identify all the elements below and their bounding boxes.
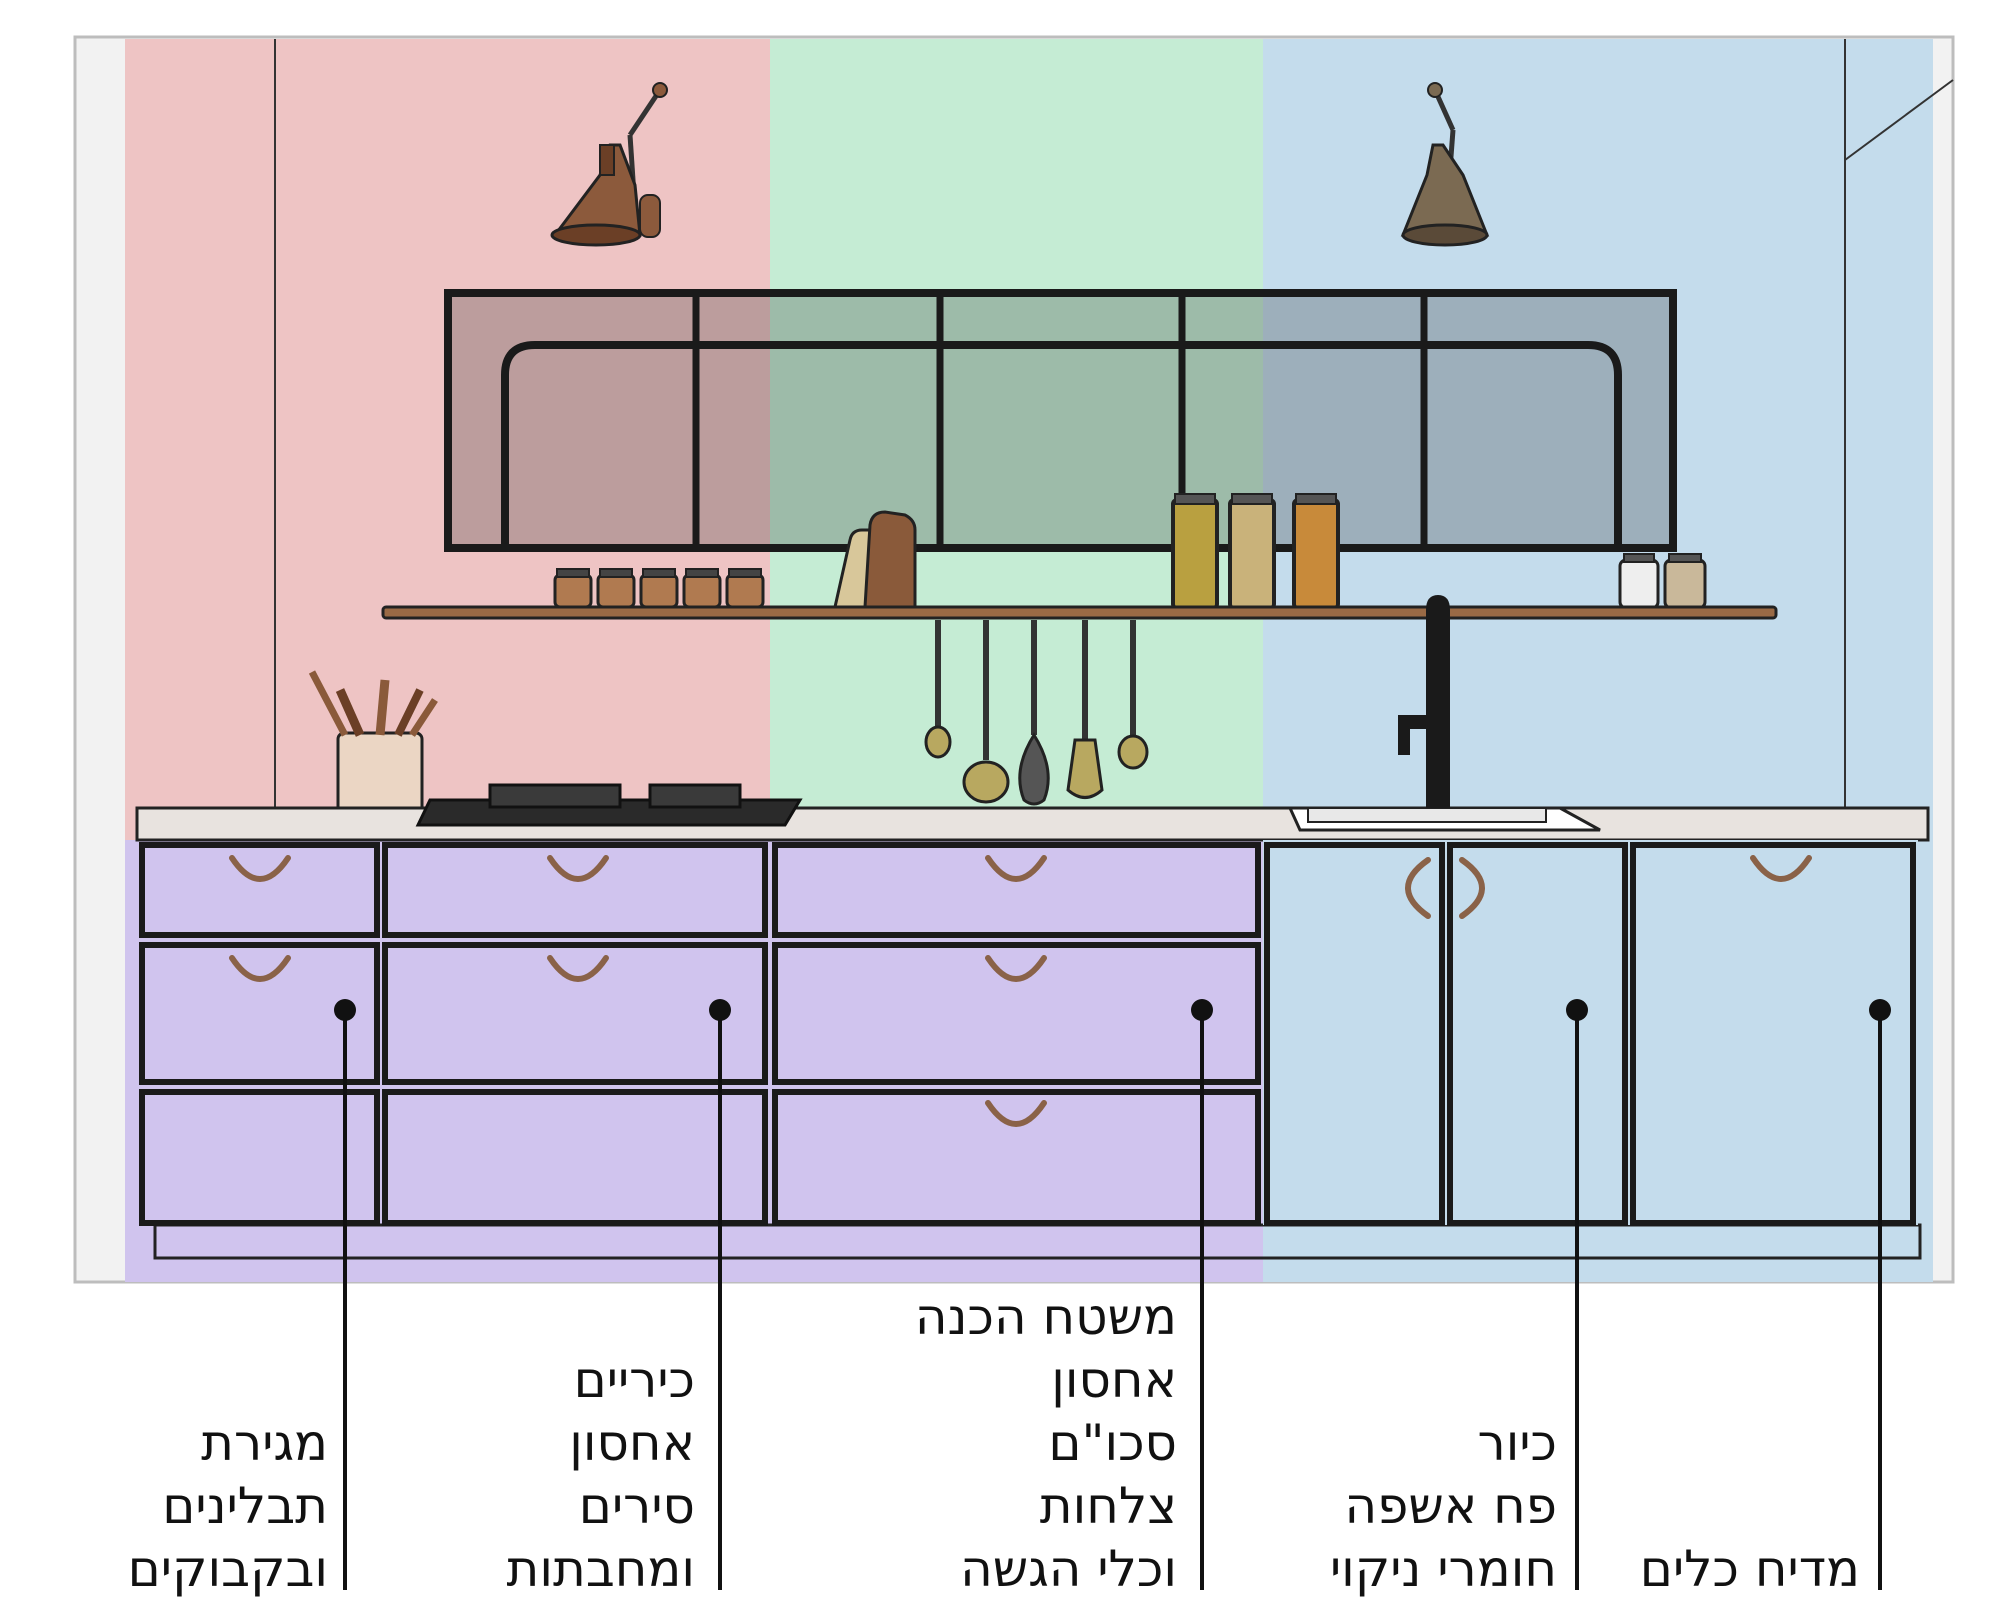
cabinet-drawer-prep-bottom bbox=[772, 1089, 1261, 1226]
cabinet-drawer-cooktop-mid bbox=[139, 942, 380, 1085]
label-prep: משטח הכנה אחסון סכו"ם צלחות וכלי הגשה bbox=[914, 1288, 1177, 1598]
utensil-crock-icon bbox=[308, 670, 438, 820]
label-pots: כיריים אחסון סירים ומחבתות bbox=[506, 1351, 695, 1598]
cabinet-drawer-prep-mid bbox=[772, 942, 1261, 1085]
cabinet-drawer-pots-mid bbox=[382, 942, 768, 1085]
wall-lamp-icon bbox=[1400, 82, 1490, 247]
upper-window bbox=[444, 289, 1677, 552]
sink-cabinets-fill bbox=[1263, 840, 1918, 1225]
cabinet-drawer-cooktop-top bbox=[139, 842, 380, 938]
spice-jar-icon bbox=[553, 568, 765, 609]
cabinet-door-sink-right bbox=[1447, 842, 1628, 1226]
leader-dot-sink bbox=[1566, 999, 1588, 1021]
leader-dot-pots bbox=[709, 999, 731, 1021]
lower-cabinets bbox=[139, 842, 1916, 1226]
leader-dot-dishrack bbox=[1869, 999, 1891, 1021]
leader-lines bbox=[343, 1010, 1882, 1590]
floating-shelf bbox=[381, 605, 1778, 620]
whisk-icon bbox=[1018, 620, 1050, 806]
label-sink: כיור פח אשפה חומרי ניקוי bbox=[1329, 1414, 1557, 1598]
cabinet-door-sink-left bbox=[1264, 842, 1445, 1226]
leader-dots bbox=[334, 999, 1891, 1021]
wall-lamp-icon bbox=[550, 82, 668, 247]
faucet-icon bbox=[1398, 595, 1450, 808]
cabinet-drawer-pots-bottom bbox=[382, 1089, 768, 1226]
cabinet-drawer-prep-top bbox=[772, 842, 1261, 938]
cabinet-drawer-pots-top bbox=[382, 842, 768, 938]
leader-dot-prep bbox=[1191, 999, 1213, 1021]
cabinet-door-dishwasher bbox=[1630, 842, 1916, 1226]
leader-dot-cooktop bbox=[334, 999, 356, 1021]
countertop bbox=[135, 806, 1930, 842]
drawer-handle-icon bbox=[229, 855, 1812, 1127]
hanging-ladle-icon bbox=[924, 620, 1149, 804]
cooktop-icon bbox=[415, 783, 803, 827]
cabinet-drawer-cooktop-bottom bbox=[139, 1089, 380, 1226]
lower-cabinets-purple bbox=[125, 840, 1263, 1282]
cutting-board-icon bbox=[833, 510, 917, 609]
label-dishrack: מדיח כלים bbox=[1639, 1540, 1860, 1598]
sink-icon bbox=[1287, 806, 1601, 832]
wall-diagonal bbox=[1844, 79, 1954, 161]
storage-jar-icon bbox=[1171, 493, 1707, 610]
label-cooktop: מגירת תבלינים ובקבוקים bbox=[127, 1414, 328, 1598]
